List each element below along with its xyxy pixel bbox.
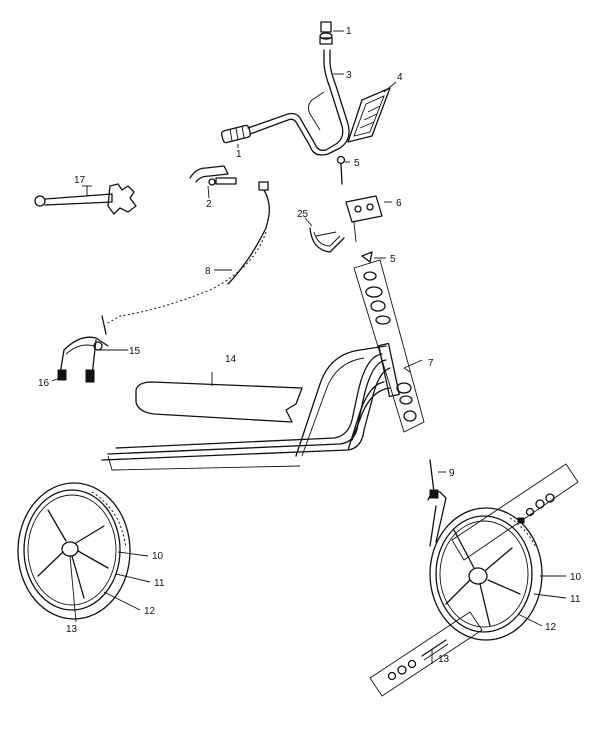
part-caliper-brake <box>51 315 128 383</box>
callout-3-handlebar: 3 <box>346 70 352 81</box>
callout-12-right: 12 <box>545 622 557 633</box>
callout-10-left: 10 <box>152 551 164 562</box>
callout-13-left: 13 <box>66 624 78 635</box>
part-grip <box>220 124 252 148</box>
part-brake-lever <box>189 165 237 199</box>
part-axle-strip-lower <box>369 611 483 697</box>
callout-9-axle-bolt: 9 <box>449 468 455 479</box>
callout-15-caliper: 15 <box>129 346 141 357</box>
part-handlebar <box>247 49 350 156</box>
part-wrench <box>34 183 137 215</box>
callout-11-left: 11 <box>154 578 165 589</box>
callout-7-headset: 7 <box>428 358 434 369</box>
part-axle-strip-upper <box>451 463 579 561</box>
part-bolt-upper <box>336 155 350 185</box>
part-foot-pad <box>347 81 397 143</box>
part-headset-strip <box>353 259 425 433</box>
part-brake-shoe <box>304 217 345 253</box>
callout-25-brake-shoe: 25 <box>297 209 309 220</box>
part-bolt-lower <box>361 251 386 263</box>
callout-5-lower-bolt: 5 <box>390 254 396 265</box>
callout-1-grip: 1 <box>236 149 242 160</box>
callout-5-upper-bolt: 5 <box>354 158 360 169</box>
part-frame <box>101 342 400 471</box>
callout-13-right: 13 <box>438 654 450 665</box>
callout-6-clamp: 6 <box>396 198 402 209</box>
callout-4-foot-pad: 4 <box>397 72 403 83</box>
callout-2-brake-lever: 2 <box>206 199 212 210</box>
part-deck-board <box>135 372 303 423</box>
part-top-cap <box>319 21 344 45</box>
part-clamp-block <box>345 195 392 243</box>
callout-8-cable: 8 <box>205 266 211 277</box>
part-axle-bolt <box>429 459 446 499</box>
part-brake-cable <box>105 181 270 325</box>
callout-12-left: 12 <box>144 606 156 617</box>
wheel-right <box>427 491 567 641</box>
wheel-left <box>17 482 151 623</box>
callout-1-top-cap: 1 <box>346 26 352 37</box>
callout-16-brake-pad: 16 <box>38 378 50 389</box>
callout-11-right: 11 <box>570 594 581 605</box>
callout-10-right: 10 <box>570 572 582 583</box>
callout-14-deck: 14 <box>225 354 237 365</box>
callout-17-wrench: 17 <box>74 175 86 186</box>
